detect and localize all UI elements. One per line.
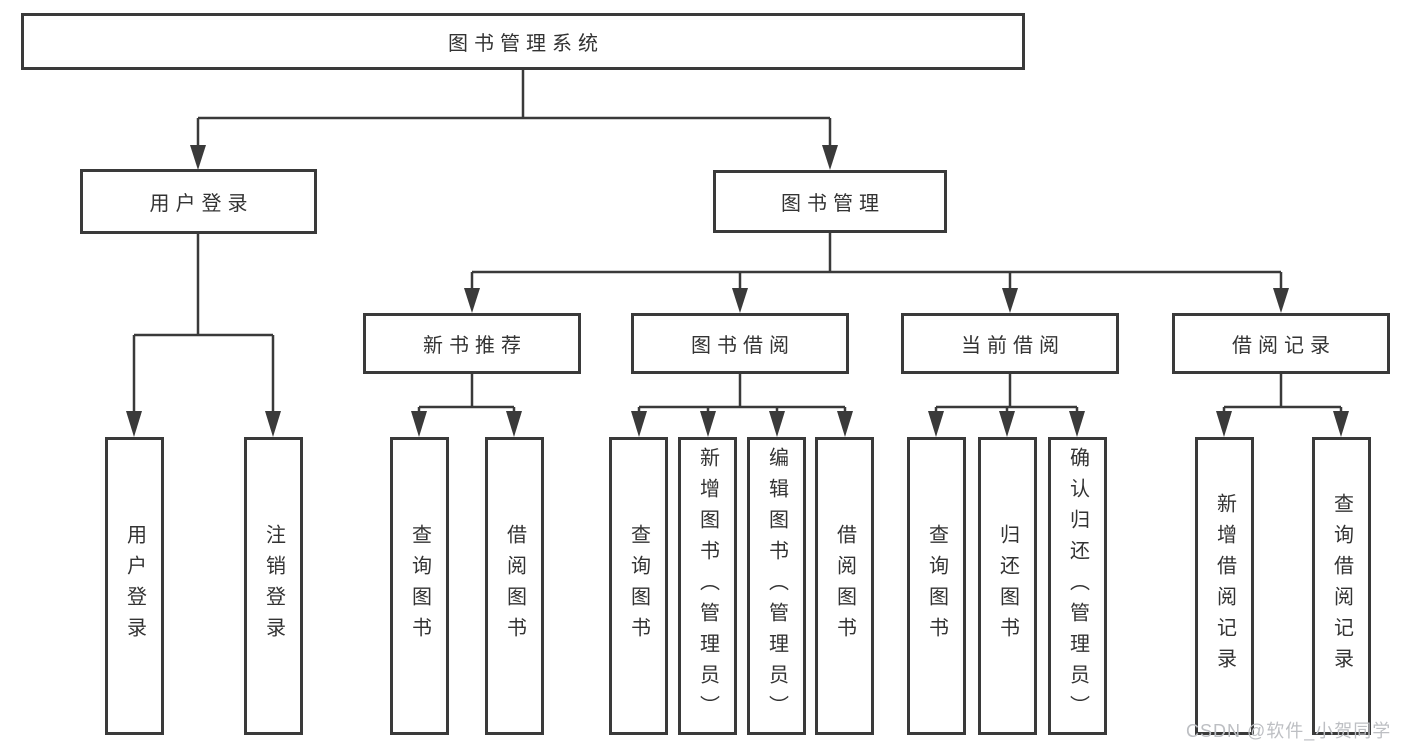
arrow-icon — [126, 411, 142, 437]
node-book-management: 图书管理 — [713, 170, 947, 233]
node-new-book-recommend: 新书推荐 — [363, 313, 581, 374]
tree-edges — [132, 69, 1343, 414]
node-book-borrow: 图书借阅 — [631, 313, 849, 374]
arrow-icon — [1216, 411, 1232, 437]
leaf-edit-book-admin: 编辑图书（管理员） — [747, 437, 806, 735]
node-root-system: 图书管理系统 — [21, 13, 1025, 70]
arrow-icon — [1333, 411, 1349, 437]
leaf-borrow-books-recommend: 借阅图书 — [485, 437, 544, 735]
arrow-icon — [700, 411, 716, 437]
leaf-add-borrow-record: 新增借阅记录 — [1195, 437, 1254, 735]
arrow-icon — [1002, 288, 1018, 313]
leaf-return-book: 归还图书 — [978, 437, 1037, 735]
node-current-borrow: 当前借阅 — [901, 313, 1119, 374]
leaf-user-login: 用户登录 — [105, 437, 164, 735]
arrow-icon — [631, 411, 647, 437]
node-borrow-records: 借阅记录 — [1172, 313, 1390, 374]
arrow-icon — [464, 288, 480, 313]
leaf-query-books-current: 查询图书 — [907, 437, 966, 735]
leaf-confirm-return-admin: 确认归还（管理员） — [1048, 437, 1107, 735]
arrow-icon — [265, 411, 281, 437]
leaf-query-books-recommend: 查询图书 — [390, 437, 449, 735]
leaf-borrow-books-manage: 借阅图书 — [815, 437, 874, 735]
arrow-icon — [1069, 411, 1085, 437]
arrow-icon — [732, 288, 748, 313]
arrowheads — [126, 145, 1349, 437]
arrow-icon — [837, 411, 853, 437]
arrow-icon — [1273, 288, 1289, 313]
arrow-icon — [769, 411, 785, 437]
arrow-icon — [506, 411, 522, 437]
arrow-icon — [928, 411, 944, 437]
arrow-icon — [822, 145, 838, 170]
arrow-icon — [190, 145, 206, 170]
csdn-watermark: CSDN @软件_小贺同学 — [1186, 721, 1392, 741]
leaf-query-books-borrow: 查询图书 — [609, 437, 668, 735]
arrow-icon — [411, 411, 427, 437]
node-user-login: 用户登录 — [80, 169, 317, 234]
arrow-icon — [999, 411, 1015, 437]
leaf-query-borrow-record: 查询借阅记录 — [1312, 437, 1371, 735]
leaf-logout-login: 注销登录 — [244, 437, 303, 735]
leaf-add-book-admin: 新增图书（管理员） — [678, 437, 737, 735]
